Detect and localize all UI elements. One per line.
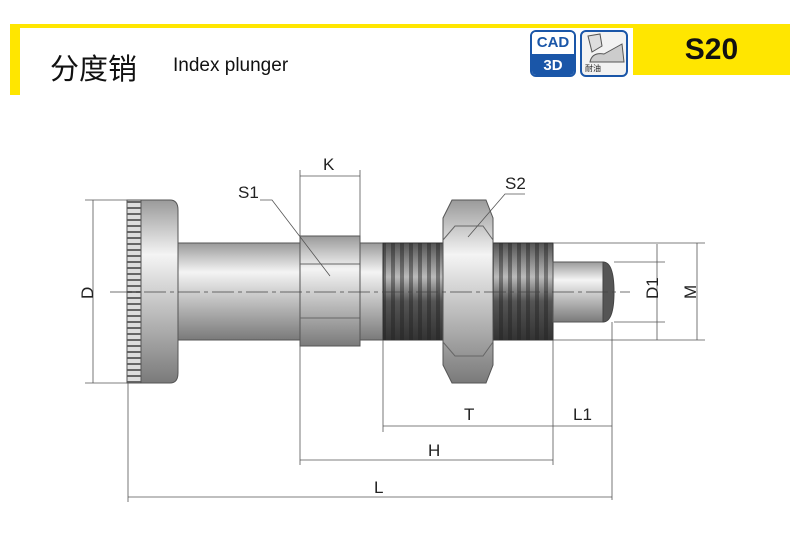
oil-resistant-icon: 耐油 [580,30,628,77]
product-code: S20 [633,24,790,75]
title-english: Index plunger [173,55,289,76]
dimension-lines [85,170,705,502]
cad-3d-badge: CAD 3D [530,30,576,77]
dim-H: H [428,441,440,460]
header-left-stripe [10,24,20,95]
shaft [177,242,301,341]
dim-T: T [464,405,474,424]
header-top-stripe [10,24,790,28]
dim-D: D [78,287,97,299]
oil-label: 耐油 [585,64,601,73]
nut-s2 [442,199,494,384]
dim-S2: S2 [505,174,526,193]
dim-L1: L1 [573,405,592,424]
dim-K: K [323,155,335,174]
hex-s1 [299,235,361,347]
dim-D1: D1 [643,277,662,299]
cad-label: CAD [532,32,574,54]
dim-M: M [681,285,700,299]
title-chinese: 分度销 [50,52,138,86]
dim-L: L [374,478,383,497]
dim-S1: S1 [238,183,259,202]
knob [126,199,179,384]
3d-label: 3D [532,54,574,75]
collar [359,242,384,341]
